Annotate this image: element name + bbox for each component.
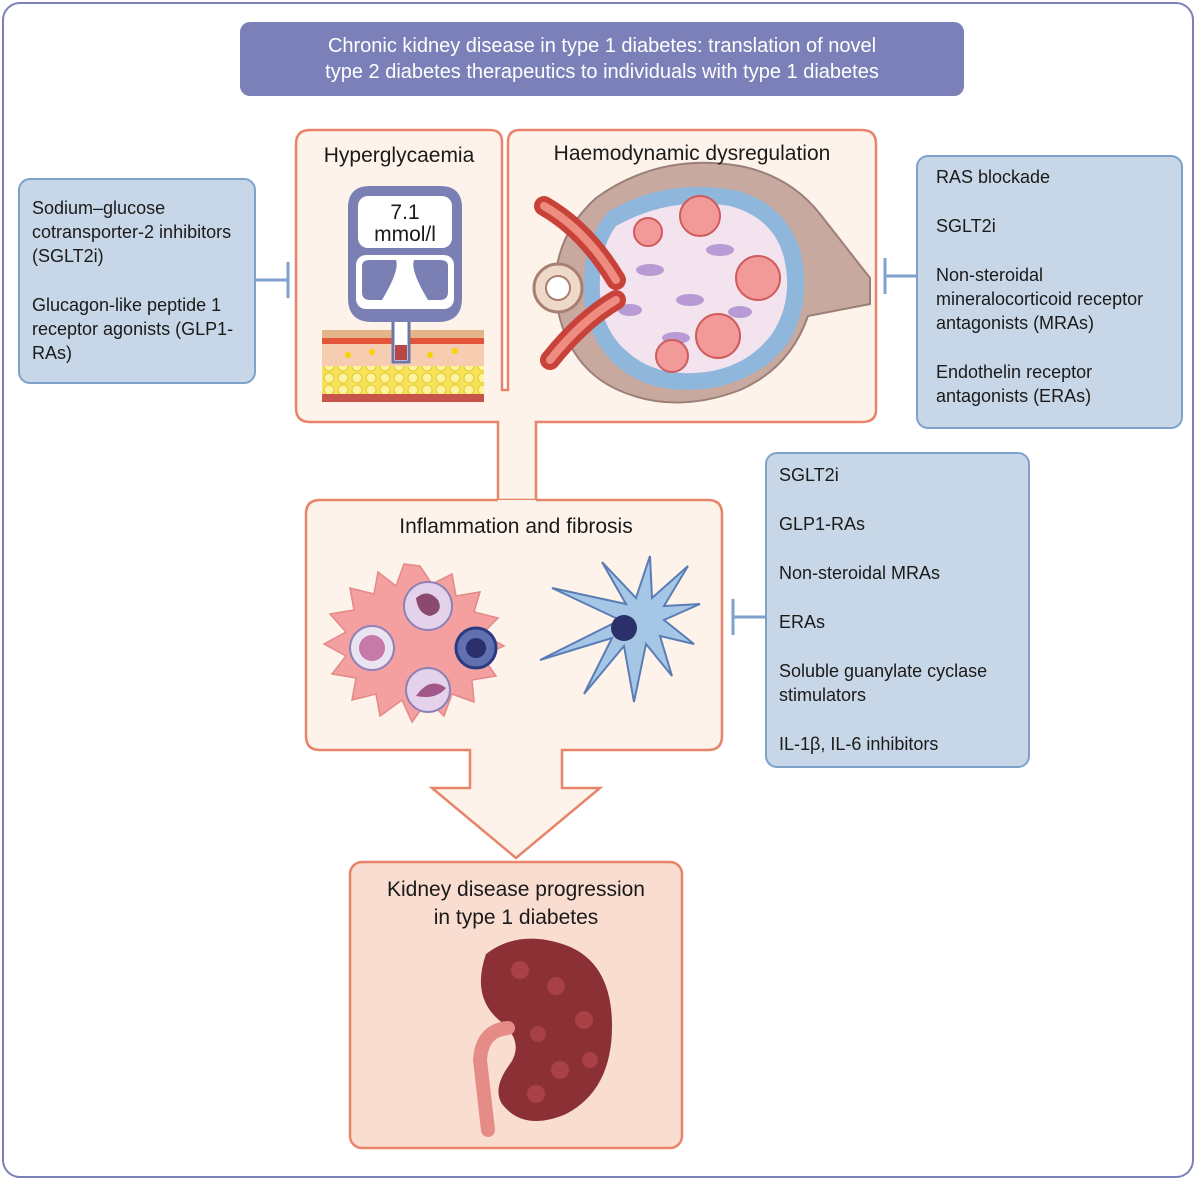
haemodynamic-label: Haemodynamic dysregulation — [553, 142, 831, 165]
glucose-unit: mmol/l — [374, 223, 436, 246]
right-top-therapy-ras: RAS blockade — [936, 167, 1051, 187]
glucose-value: 7.1 — [390, 201, 420, 224]
glucose-meter-display: 7.1 mmol/l — [358, 202, 452, 246]
left-inhibition-connector — [256, 262, 290, 298]
right-top-therapy-mra: Non-steroidal mineralocorticoid receptor… — [936, 265, 1144, 333]
left-therapies-box: Sodium–glucose cotransporter-2 inhibitor… — [18, 178, 256, 384]
right-top-therapy-era: Endothelin receptor antagonists (ERAs) — [936, 362, 1093, 406]
kidney-illustration — [472, 938, 612, 1137]
glucose-meter-illustration — [322, 186, 484, 402]
right-mid-therapy-sglt2i: SGLT2i — [779, 465, 839, 485]
right-top-therapies-box: RAS blockade SGLT2i Non-steroidal minera… — [916, 155, 1183, 429]
glomerulus-illustration — [532, 161, 871, 404]
diagram-title: Chronic kidney disease in type 1 diabete… — [240, 22, 964, 96]
left-therapy-sglt2i: Sodium–glucose cotransporter-2 inhibitor… — [32, 198, 232, 266]
progression-line-2: in type 1 diabetes — [433, 906, 599, 929]
right-mid-therapy-era: ERAs — [779, 612, 826, 632]
right-mid-inhibition-connector — [731, 599, 765, 635]
right-top-therapy-sglt2i: SGLT2i — [936, 216, 996, 236]
left-therapy-glp1ra: Glucagon-like peptide 1 receptor agonist… — [32, 295, 234, 363]
hyperglycaemia-label: Hyperglycaemia — [323, 144, 475, 167]
right-top-inhibition-connector — [883, 258, 916, 294]
title-line-1: Chronic kidney disease in type 1 diabete… — [327, 35, 877, 57]
title-line-2: type 2 diabetes therapeutics to individu… — [325, 61, 879, 83]
right-mid-therapy-sgc: Soluble guanylate cyclase stimulators — [779, 661, 988, 705]
progression-label: Kidney disease progression in type 1 dia… — [350, 876, 682, 932]
inflammation-label: Inflammation and fibrosis — [399, 515, 633, 538]
progression-line-1: Kidney disease progression — [387, 878, 645, 901]
right-mid-therapies-box: SGLT2i GLP1-RAs Non-steroidal MRAs ERAs … — [765, 452, 1030, 768]
inflammatory-cells-illustration — [322, 555, 701, 724]
right-mid-therapy-glp1ra: GLP1-RAs — [779, 514, 866, 534]
right-mid-therapy-mra: Non-steroidal MRAs — [779, 563, 941, 583]
right-mid-therapy-il: IL-1β, IL-6 inhibitors — [779, 734, 939, 754]
